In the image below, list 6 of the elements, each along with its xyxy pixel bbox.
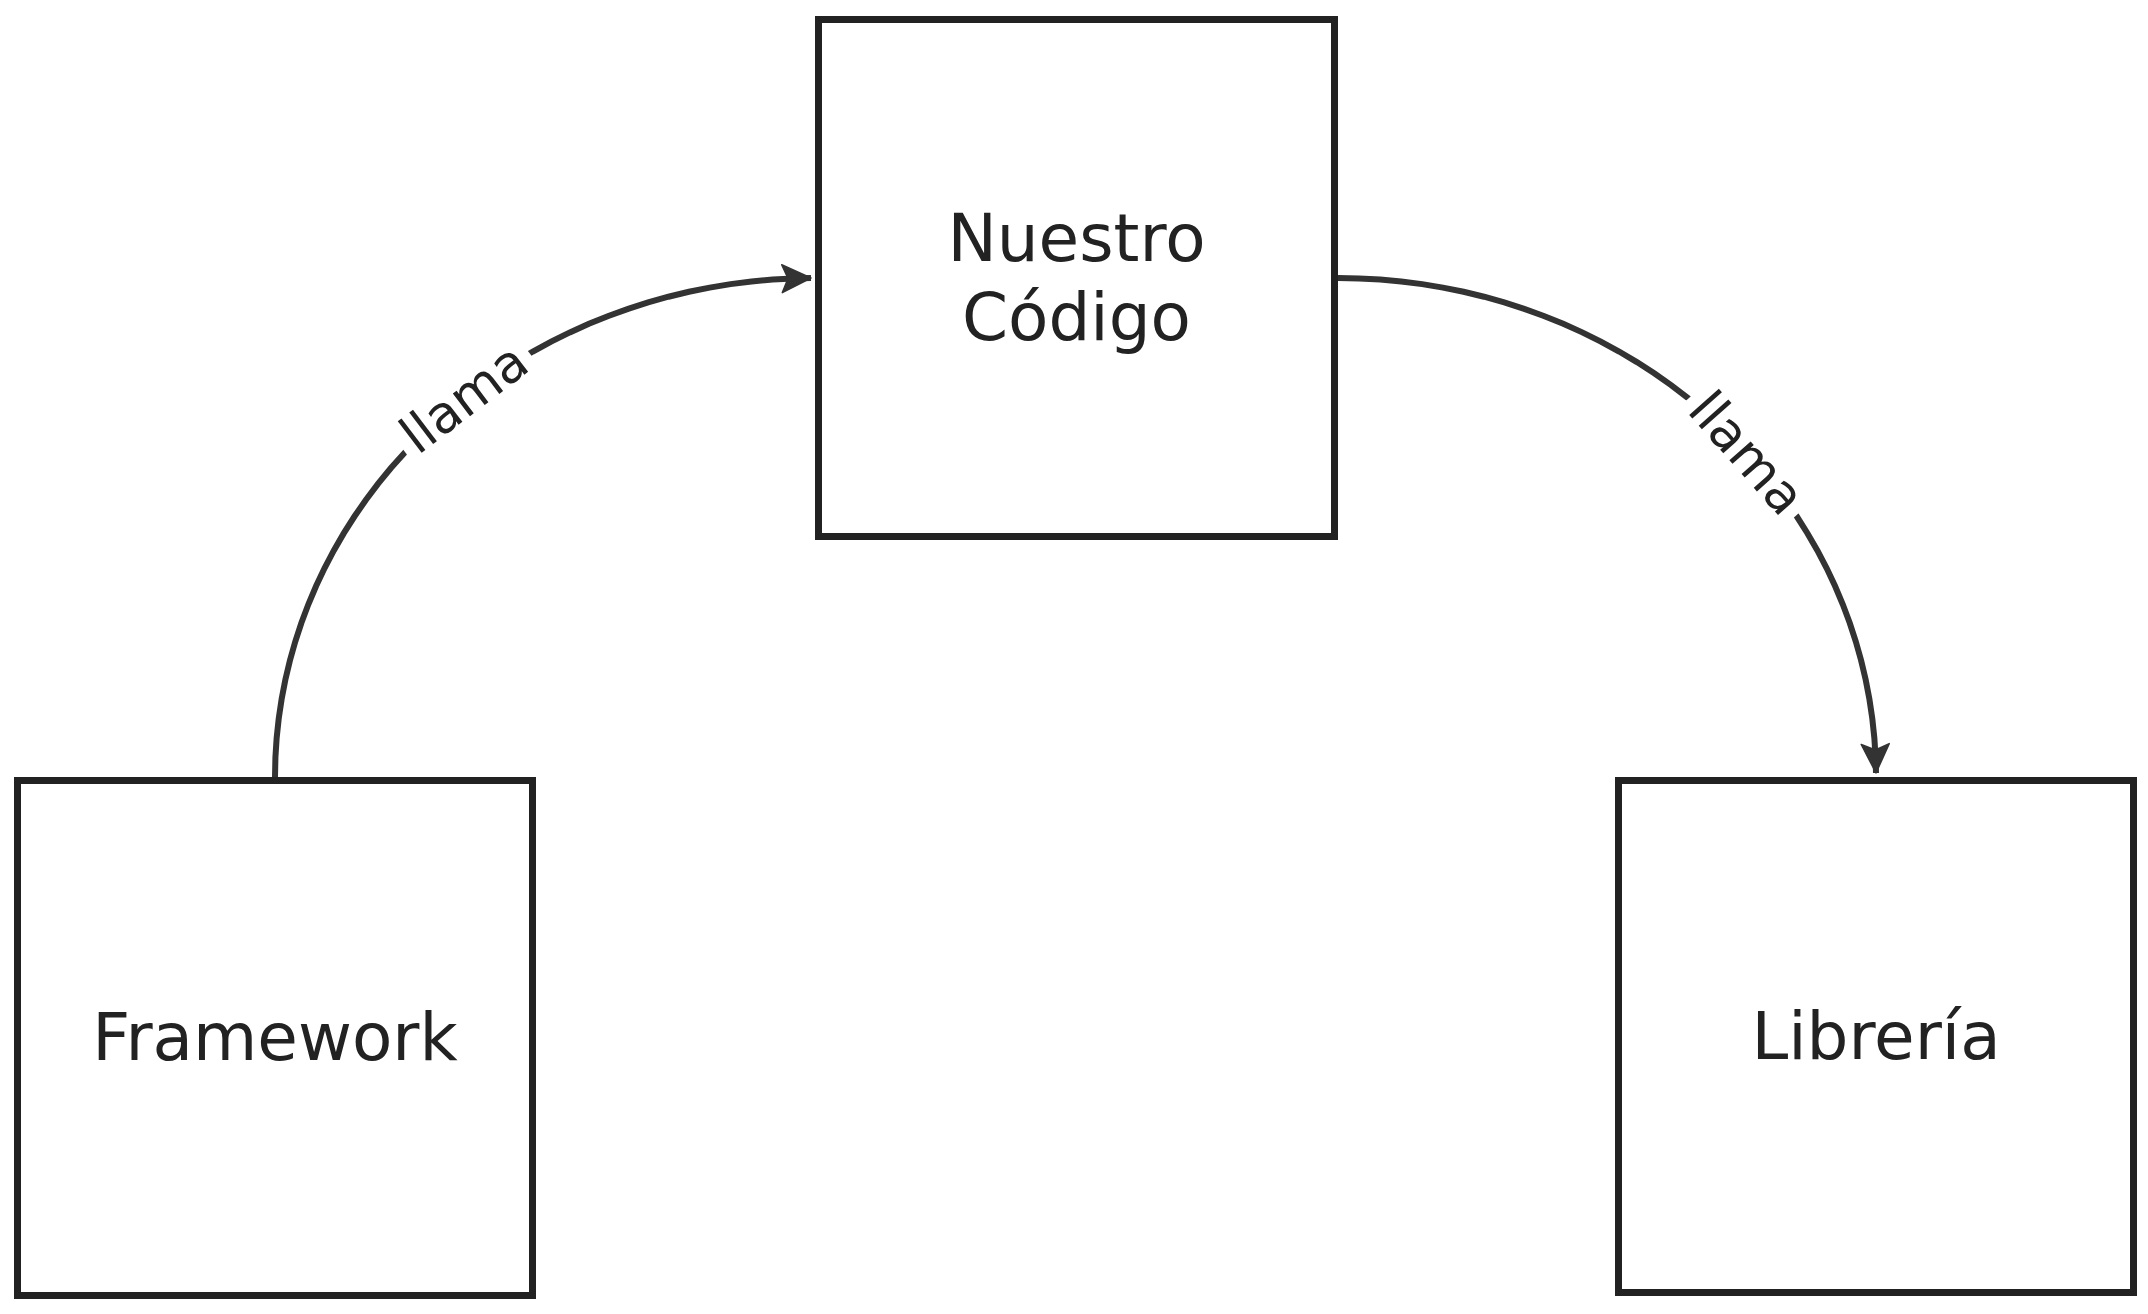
process-box bbox=[14, 777, 536, 1299]
node-label: Librería bbox=[1750, 996, 2002, 1077]
process-box bbox=[1615, 777, 2137, 1296]
node-label: Nuestro Código bbox=[946, 198, 1207, 358]
node-label: Framework bbox=[91, 998, 459, 1078]
process-box bbox=[815, 16, 1338, 540]
